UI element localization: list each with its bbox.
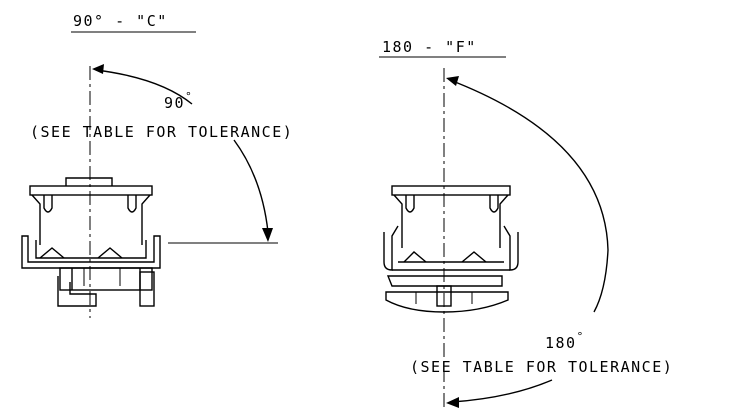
angle-label-90: 90° bbox=[164, 90, 193, 112]
angle-label-180: 180° bbox=[545, 330, 585, 352]
arrowhead-lower-90 bbox=[262, 228, 273, 242]
part-outline-180 bbox=[383, 185, 519, 313]
tolerance-note-180: (SEE TABLE FOR TOLERANCE) bbox=[410, 358, 673, 376]
arrowhead-upper-90 bbox=[92, 64, 104, 74]
view-title-90-c: 90° - "C" bbox=[73, 12, 168, 30]
rotation-arc-lower-90 bbox=[233, 139, 269, 233]
rotation-arc-lower-180 bbox=[451, 379, 553, 403]
arrowhead-lower-180 bbox=[446, 397, 459, 408]
tolerance-note-90: (SEE TABLE FOR TOLERANCE) bbox=[30, 123, 293, 141]
view-title-180-f: 180 - "F" bbox=[382, 38, 477, 56]
rotation-arc-upper-90 bbox=[95, 69, 193, 105]
view-180-f: 180 - "F" 180° (SEE TABLE FOR TOLERANCE) bbox=[379, 38, 673, 410]
arrowhead-upper-180 bbox=[446, 76, 459, 86]
view-90-c: 90° - "C" 90° (SEE TABLE FOR TOLERANCE) bbox=[21, 12, 293, 318]
rotation-arc-upper-180 bbox=[449, 79, 609, 313]
part-outline-90 bbox=[21, 177, 161, 307]
